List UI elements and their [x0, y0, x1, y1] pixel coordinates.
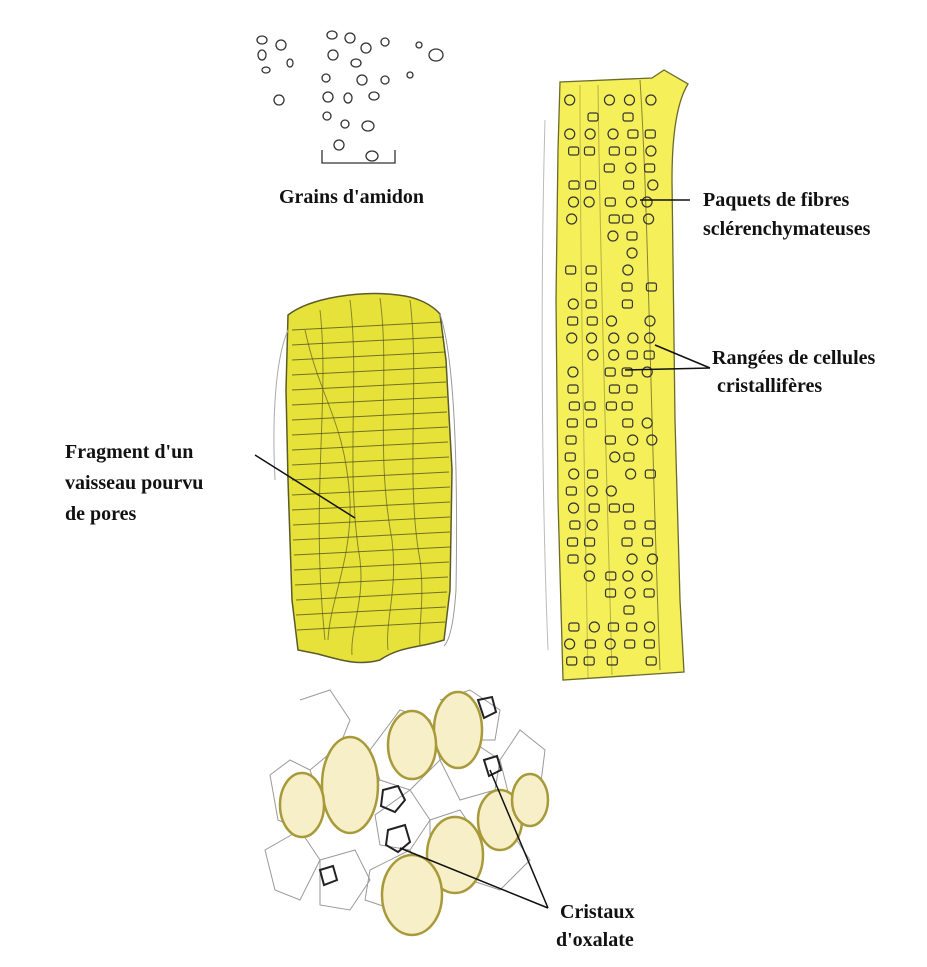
fibres-label-line2: sclérenchymateuses: [703, 217, 870, 241]
starch-grains-drawing: [257, 31, 443, 163]
vessel-label-line3: de pores: [65, 502, 136, 526]
starch-grains-label: Grains d'amidon: [279, 185, 424, 209]
fibre-bundle-drawing: [542, 70, 688, 680]
cells-label-line2: cristallifères: [717, 374, 822, 398]
cells-label-line1: Rangées de cellules: [712, 346, 875, 370]
crystals-label-line1: Cristaux: [560, 900, 634, 924]
crystals-label-line2: d'oxalate: [556, 928, 634, 952]
oxalate-tissue-drawing: [265, 690, 548, 935]
vessel-label-line2: vaisseau pourvu: [65, 471, 203, 495]
vessel-label-line1: Fragment d'un: [65, 440, 193, 464]
fibres-label-line1: Paquets de fibres: [703, 188, 849, 212]
vessel-fragment-drawing: [274, 294, 457, 663]
